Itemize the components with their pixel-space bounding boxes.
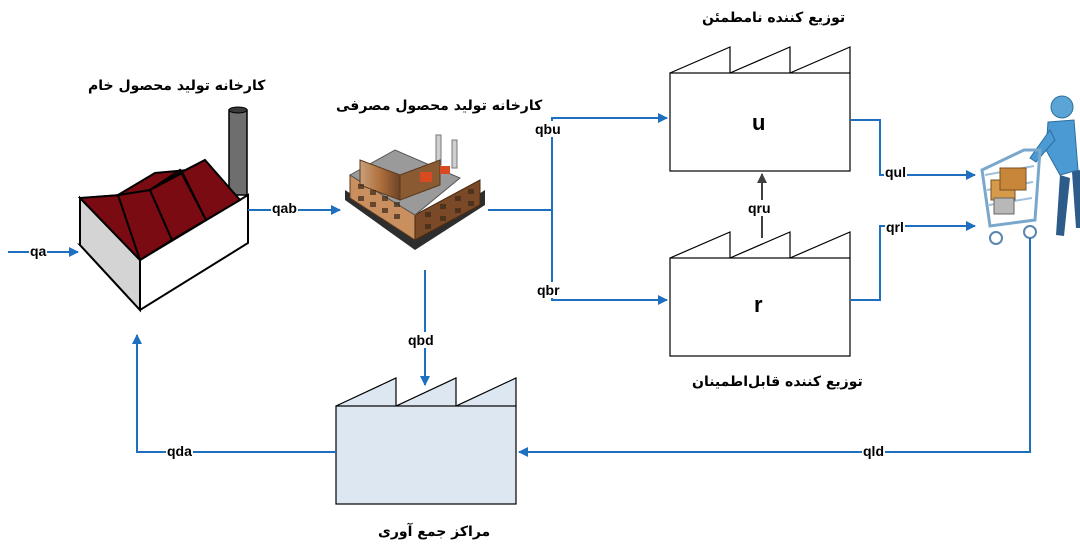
flow-label-qbr: qbr xyxy=(536,282,561,298)
flow-line-qda xyxy=(132,334,336,453)
flow-line-qbr xyxy=(551,210,668,305)
flow-label-qa: qa xyxy=(29,243,48,259)
flow-label-qda: qda xyxy=(166,443,193,459)
flow-line-qld xyxy=(518,238,1031,457)
flow-line-qul xyxy=(850,119,976,180)
flow-lines xyxy=(8,113,1031,457)
flow-label-qbd: qbd xyxy=(407,332,435,348)
unreliable-distributor-title: توزیع کننده نامطمئن xyxy=(702,10,846,26)
collection-centers-title: مراکز جمع آوری xyxy=(378,524,491,540)
flow-label-qrl: qrl xyxy=(885,219,905,235)
reliable-distributor-letter: r xyxy=(754,292,763,317)
shopping-cart-customer-icon xyxy=(980,95,1080,245)
raw-factory-title: کارخانه تولید محصول خام xyxy=(88,78,266,94)
flow-line-qrl xyxy=(850,221,976,301)
flow-label-qbu: qbu xyxy=(534,121,562,137)
consumer-factory-title: کارخانه تولید محصول مصرفی xyxy=(336,98,543,114)
unreliable-distributor-letter: u xyxy=(752,110,766,135)
manufacturing-plant-icon xyxy=(345,134,485,250)
flow-label-qru: qru xyxy=(747,200,772,216)
reliable-distributor-box xyxy=(669,231,851,357)
reliable-distributor-title: توزیع کننده قابل‌اطمینان xyxy=(692,374,863,390)
unreliable-distributor-box xyxy=(669,46,851,172)
flow-label-qul: qul xyxy=(884,164,907,180)
collection-centers-box xyxy=(335,377,517,505)
flow-line-qbu xyxy=(488,113,668,211)
raw-material-factory-icon xyxy=(76,106,249,313)
flow-label-qab: qab xyxy=(271,200,298,216)
flow-label-qld: qld xyxy=(862,443,885,459)
